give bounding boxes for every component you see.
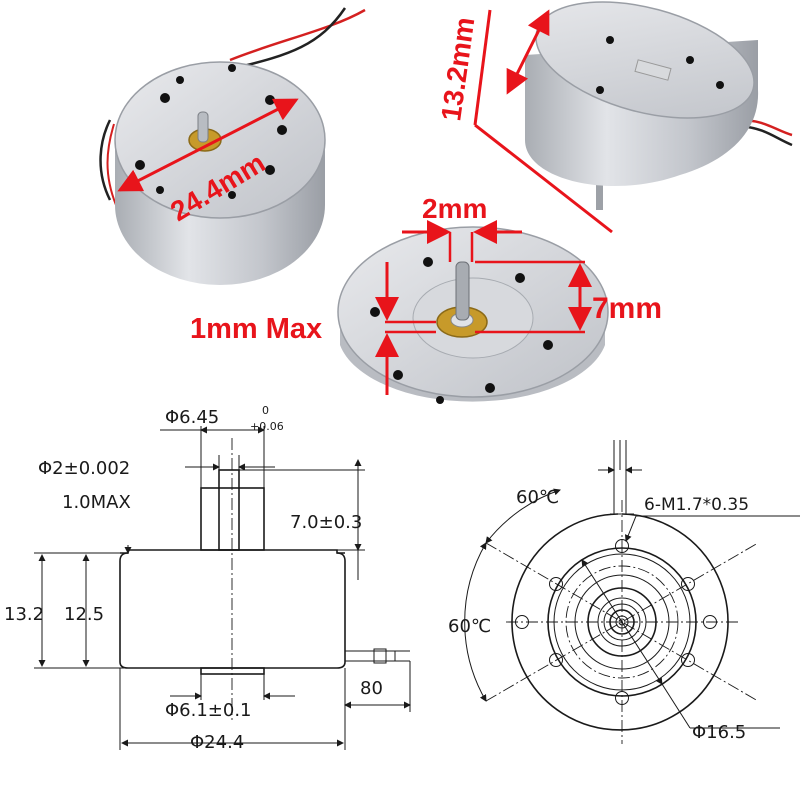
shaft-length-label: 7mm [592,292,662,325]
wire-length-dim: 80 [360,678,383,699]
motor-photo-front: 24.4mm [99,7,366,285]
height-label: 13.2mm [435,15,480,123]
body-diameter-dim: Φ24.4 [190,732,244,753]
shaft-diameter-label: 2mm [422,193,487,224]
shaft-length-dim: 7.0±0.3 [290,512,362,533]
total-height-dim: 13.2 [4,604,44,625]
boss-height-label: 1mm Max [190,313,322,345]
motor-photo-side: 13.2mm [435,1,793,234]
boss-height-dim: 1.0MAX [62,492,131,513]
boss-diameter-label: Φ6.45 [165,407,219,428]
body-height-dim: 12.5 [64,604,104,625]
angle-top-label: 60℃ [516,487,559,508]
top-view-drawing: 60℃ 60℃ 6-M1.7*0.35 Φ16.5 [448,440,800,744]
angle-left-label: 60℃ [448,616,491,637]
boss-tol-lower: +0.06 [250,420,284,433]
shaft-diameter-dim: Φ2±0.002 [38,458,130,479]
bottom-boss-dim: Φ6.1±0.1 [165,700,252,721]
boss-tol-upper: 0 [262,404,269,417]
bolt-circle-label: Φ16.5 [692,722,746,743]
holes-label: 6-M1.7*0.35 [644,495,749,515]
side-view-drawing: Φ6.45 0 +0.06 Φ2±0.002 1.0MAX 7.0±0.3 13… [4,404,411,753]
motor-photo-bottom: 2mm 7mm 1mm Max [190,193,662,404]
